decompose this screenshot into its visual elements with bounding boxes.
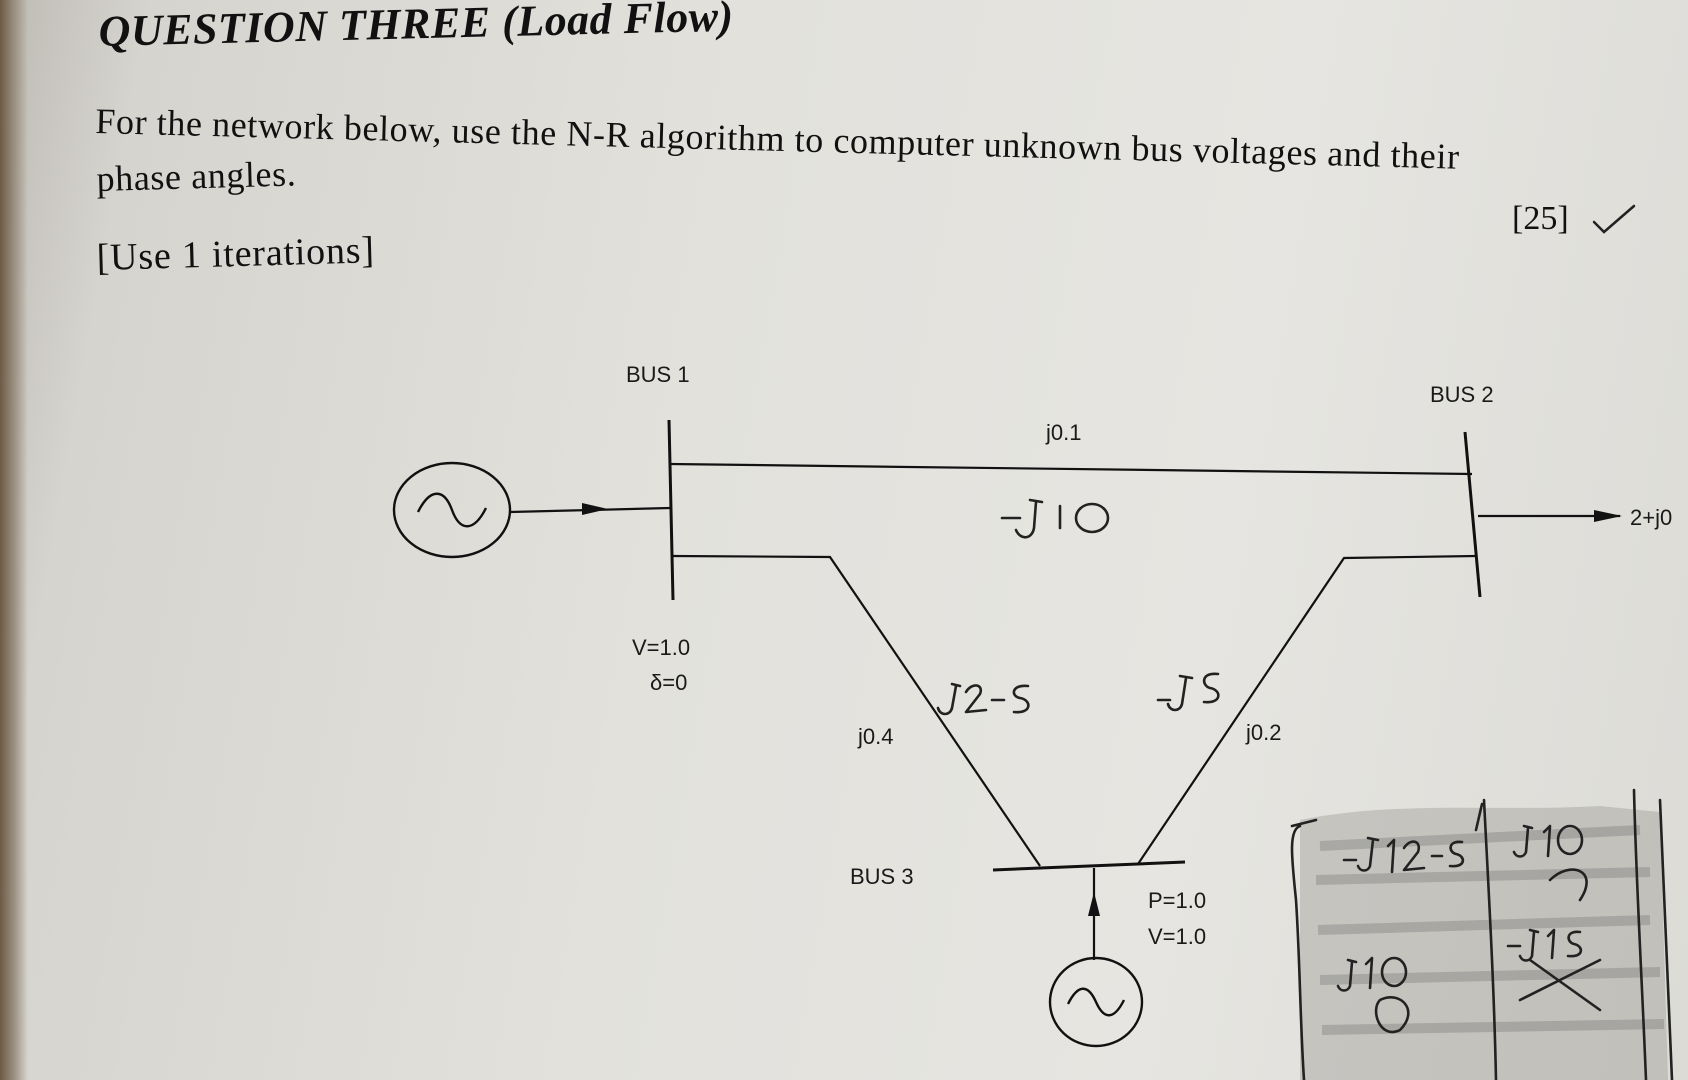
bus1-voltage: V=1.0 [632, 635, 690, 660]
handwritten-line-1-3-admittance [936, 682, 1030, 716]
handwritten-matrix [1290, 788, 1674, 1080]
bus2-bar [1463, 431, 1482, 598]
marks-label: [25] [1512, 200, 1569, 237]
line-1-2 [669, 462, 1473, 476]
bus3-bar [992, 860, 1186, 872]
bus3-power: P=1.0 [1148, 888, 1206, 913]
line-1-2-impedance: j0.1 [1045, 420, 1081, 445]
page-edge-shadow [0, 0, 28, 1080]
line-2-3-impedance: j0.2 [1245, 720, 1281, 745]
bus1-angle: δ=0 [650, 670, 687, 695]
line-2-3 [1137, 554, 1477, 865]
handwritten-line-2-3-admittance [1156, 672, 1220, 712]
handwritten-line-1-2-admittance [1000, 498, 1110, 539]
checkmark-icon [1592, 204, 1636, 234]
bus2-label: BUS 2 [1430, 382, 1494, 407]
line-1-3-impedance: j0.4 [857, 724, 893, 749]
bus3-voltage: V=1.0 [1148, 924, 1206, 949]
bus1-label: BUS 1 [626, 362, 690, 387]
bus2-load: 2+j0 [1630, 505, 1672, 530]
generator-bus1-icon [392, 461, 671, 559]
bus3-label: BUS 3 [850, 864, 914, 889]
load-arrow-bus2-icon [1478, 510, 1622, 522]
line-1-3 [671, 554, 1041, 867]
generator-bus3-icon [1048, 868, 1144, 1048]
bus1-bar [667, 419, 675, 601]
